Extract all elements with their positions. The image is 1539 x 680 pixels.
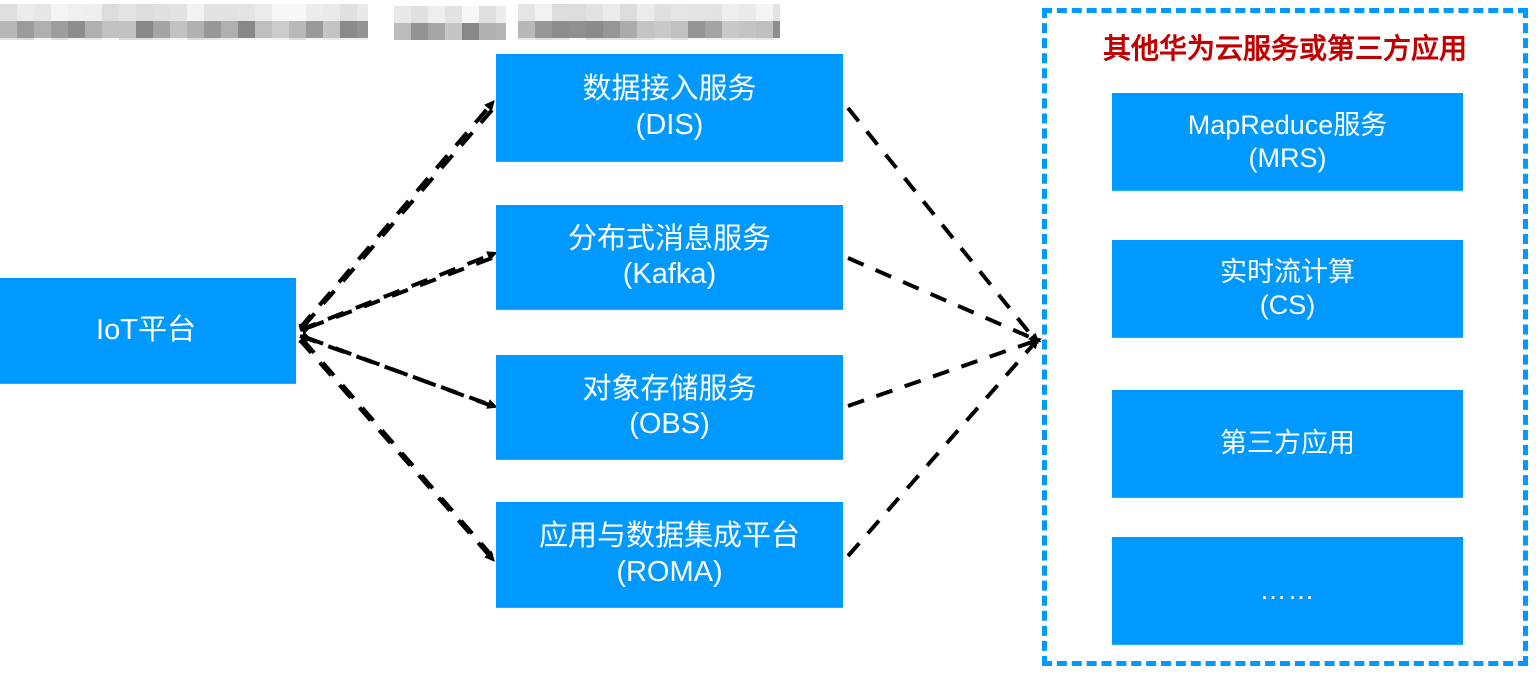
other-cloud-services-panel: 其他华为云服务或第三方应用 bbox=[1042, 8, 1528, 666]
arrows-services-to-panel bbox=[846, 106, 1042, 558]
iot-platform-label: IoT平台 bbox=[96, 313, 196, 346]
service-box-dis[interactable]: 数据接入服务 (DIS) bbox=[496, 54, 843, 162]
service-box-mrs-line2: (MRS) bbox=[1248, 142, 1327, 173]
service-box-third-party-line1: 第三方应用 bbox=[1220, 428, 1355, 459]
other-cloud-services-panel-title: 其他华为云服务或第三方应用 bbox=[1102, 33, 1467, 64]
redacted-block-left bbox=[0, 4, 368, 40]
service-box-dis-line2: (DIS) bbox=[635, 108, 704, 141]
service-box-cs-line1: 实时流计算 bbox=[1220, 256, 1355, 287]
service-box-obs-line1: 对象存储服务 bbox=[582, 372, 757, 405]
redacted-block-mid bbox=[394, 6, 506, 40]
service-box-kafka-line2: (Kafka) bbox=[622, 258, 717, 290]
service-box-roma-line2: (ROMA) bbox=[616, 555, 723, 588]
service-box-cs[interactable]: 实时流计算 (CS) bbox=[1112, 240, 1463, 338]
service-box-cs-line2: (CS) bbox=[1259, 289, 1316, 320]
iot-platform-box[interactable]: IoT平台 bbox=[0, 278, 296, 384]
service-box-kafka-line1: 分布式消息服务 bbox=[567, 222, 771, 255]
service-box-mrs[interactable]: MapReduce服务 (MRS) bbox=[1112, 93, 1463, 191]
arrows-services-inbound bbox=[298, 100, 498, 562]
service-box-roma[interactable]: 应用与数据集成平台 (ROMA) bbox=[496, 502, 843, 608]
service-box-third-party[interactable]: 第三方应用 bbox=[1112, 390, 1463, 498]
service-box-obs[interactable]: 对象存储服务 (OBS) bbox=[496, 355, 843, 460]
redacted-block-right bbox=[518, 4, 780, 40]
arrows-platform-to-services bbox=[298, 108, 494, 558]
service-box-more-label: …… bbox=[1259, 575, 1316, 606]
service-box-dis-line1: 数据接入服务 bbox=[582, 73, 757, 106]
service-box-more[interactable]: …… bbox=[1112, 537, 1463, 645]
service-box-roma-line1: 应用与数据集成平台 bbox=[538, 520, 800, 553]
service-box-mrs-line1: MapReduce服务 bbox=[1187, 109, 1388, 140]
service-box-obs-line2: (OBS) bbox=[629, 408, 710, 440]
service-box-kafka[interactable]: 分布式消息服务 (Kafka) bbox=[496, 205, 843, 310]
